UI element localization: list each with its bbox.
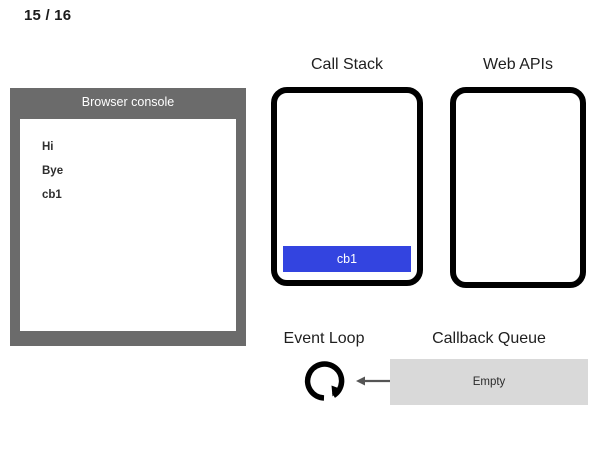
call-stack-frame-list: cb1 bbox=[283, 246, 411, 272]
circular-arrow-icon bbox=[300, 357, 348, 405]
call-stack-title: Call Stack bbox=[310, 56, 384, 73]
callback-queue-status: Empty bbox=[472, 376, 506, 388]
console-log-line: cb1 bbox=[42, 189, 62, 201]
web-apis-title: Web APIs bbox=[483, 56, 553, 73]
call-stack-frame: cb1 bbox=[283, 246, 411, 272]
console-log-line: Bye bbox=[42, 165, 64, 177]
arrow-left-icon bbox=[356, 370, 390, 392]
callback-queue-panel: Empty bbox=[390, 359, 588, 405]
callback-queue-title: Callback Queue bbox=[432, 330, 546, 347]
browser-console-title: Browser console bbox=[81, 95, 175, 109]
browser-console-output: Hi Bye cb1 bbox=[20, 119, 236, 331]
event-loop-title: Event Loop bbox=[283, 330, 365, 347]
console-log-line: Hi bbox=[42, 141, 54, 153]
step-counter: 15 / 16 bbox=[24, 7, 72, 24]
call-stack-panel: cb1 bbox=[271, 87, 423, 286]
web-apis-panel bbox=[450, 87, 586, 288]
browser-console-panel: Browser console Hi Bye cb1 bbox=[10, 88, 246, 346]
